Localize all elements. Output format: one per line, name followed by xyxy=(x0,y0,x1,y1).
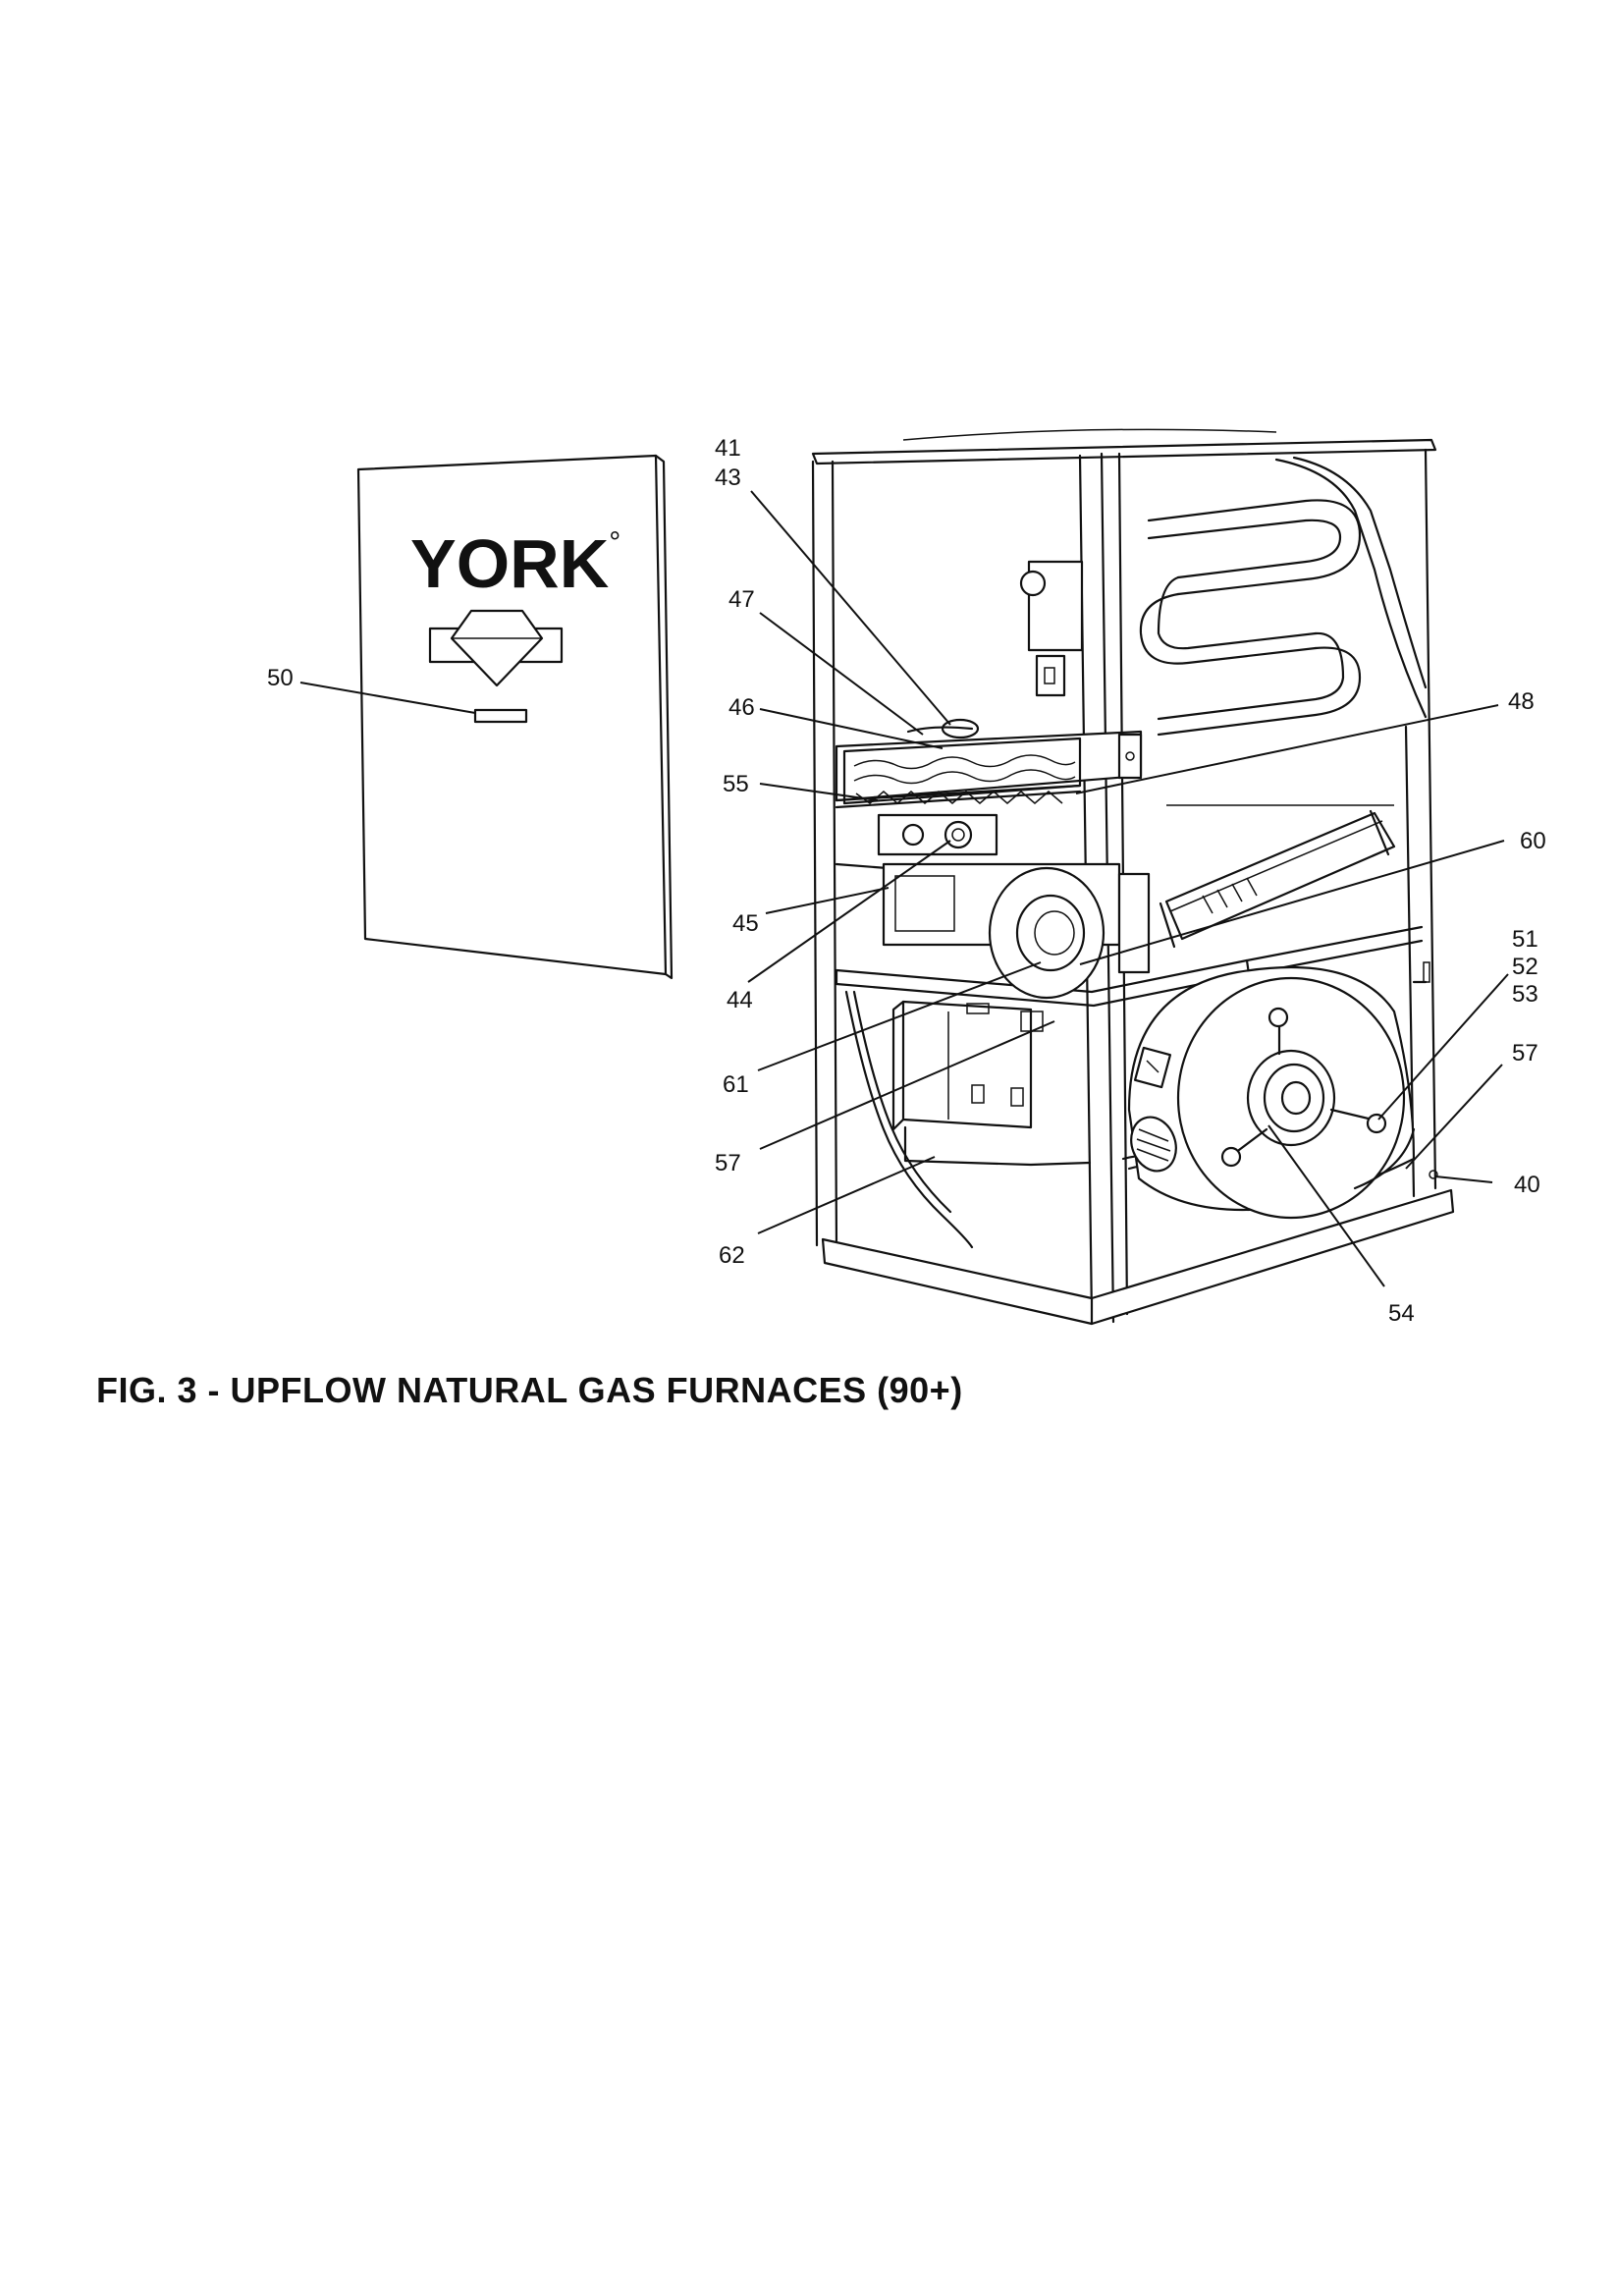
callout-57-left: 57 xyxy=(715,1150,741,1176)
callout-50: 50 xyxy=(267,665,294,691)
vent-pipe-ribs xyxy=(1202,877,1258,914)
callout-54: 54 xyxy=(1388,1300,1415,1327)
blower-cutoff-hatched xyxy=(1130,1116,1177,1173)
callout-55: 55 xyxy=(723,771,749,797)
callout-40: 40 xyxy=(1514,1172,1540,1198)
callout-leaders xyxy=(299,490,1509,1287)
control-box xyxy=(891,1000,1044,1131)
figure-caption: FIG. 3 - UPFLOW NATURAL GAS FURNACES (90… xyxy=(96,1370,963,1410)
callout-41: 41 xyxy=(715,435,741,462)
callout-44: 44 xyxy=(727,987,753,1013)
inducer-motor xyxy=(882,862,1151,1000)
brand-logo-text: YORK° xyxy=(410,525,620,602)
front-door-panel: YORK° xyxy=(356,454,674,980)
callout-labels: 50 41 43 47 46 55 45 44 61 57 62 48 60 5… xyxy=(267,435,1546,1327)
blower-assembly xyxy=(1127,961,1438,1220)
blower-capacitor xyxy=(1133,1046,1172,1089)
callout-48: 48 xyxy=(1508,688,1535,715)
callout-47: 47 xyxy=(728,586,755,613)
callout-43: 43 xyxy=(715,465,741,491)
vent-pipe xyxy=(1159,804,1396,949)
diamond-emblem xyxy=(428,609,564,687)
callout-52: 52 xyxy=(1512,954,1538,980)
callout-60: 60 xyxy=(1520,828,1546,854)
callout-57-right: 57 xyxy=(1512,1040,1538,1066)
callout-62: 62 xyxy=(719,1242,745,1269)
burner-tubes xyxy=(853,754,1076,804)
door-handle-slot xyxy=(473,708,528,724)
callout-53: 53 xyxy=(1512,981,1538,1008)
callout-51: 51 xyxy=(1512,926,1538,953)
heat-exchanger xyxy=(1139,456,1428,737)
igniter-control-area xyxy=(877,813,998,856)
callout-45: 45 xyxy=(732,910,759,937)
burner-assembly xyxy=(835,718,1143,809)
callout-46: 46 xyxy=(728,694,755,721)
callout-61: 61 xyxy=(723,1071,749,1098)
gas-valve xyxy=(1019,560,1084,697)
